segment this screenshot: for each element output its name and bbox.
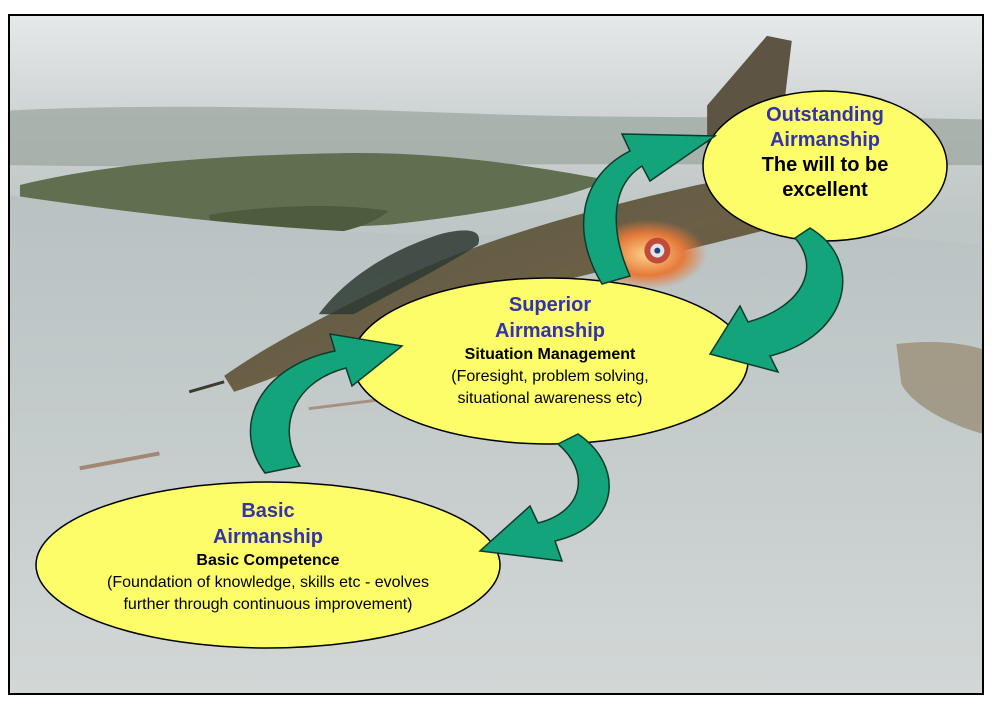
superior-desc-line1: (Foresight, problem solving, [451, 368, 649, 385]
superior-title-line1: Superior [508, 294, 592, 316]
superior-subtitle: Situation Management [464, 346, 636, 363]
basic-title-line2: Airmanship [212, 526, 324, 548]
arrow-superior-to-basic [478, 433, 610, 562]
outstanding-node: Outstanding Airmanship The will to be ex… [703, 103, 947, 203]
outstanding-title-line1: Outstanding [766, 104, 884, 126]
superior-node: Superior Airmanship Situation Management… [352, 292, 748, 410]
outstanding-subtitle-line1: The will to be [761, 154, 889, 176]
basic-ellipse [35, 481, 501, 649]
basic-node: Basic Airmanship Basic Competence (Found… [36, 498, 500, 616]
outstanding-title-line2: Airmanship [769, 129, 881, 151]
basic-subtitle: Basic Competence [196, 552, 340, 569]
basic-desc-line2: further through continuous improvement) [123, 596, 413, 613]
superior-title-line2: Airmanship [494, 320, 606, 342]
basic-desc-line1: (Foundation of knowledge, skills etc - e… [107, 574, 429, 591]
basic-title-line1: Basic [241, 500, 295, 522]
arrow-superior-to-outstanding [582, 133, 718, 285]
diagram-overlay [35, 90, 948, 649]
superior-desc-line2: situational awareness etc) [457, 390, 643, 407]
arrow-basic-to-superior [249, 333, 404, 474]
outstanding-subtitle-line2: excellent [782, 179, 868, 201]
arrow-outstanding-to-superior [708, 227, 844, 374]
diagram-frame: Outstanding Airmanship The will to be ex… [8, 14, 984, 695]
